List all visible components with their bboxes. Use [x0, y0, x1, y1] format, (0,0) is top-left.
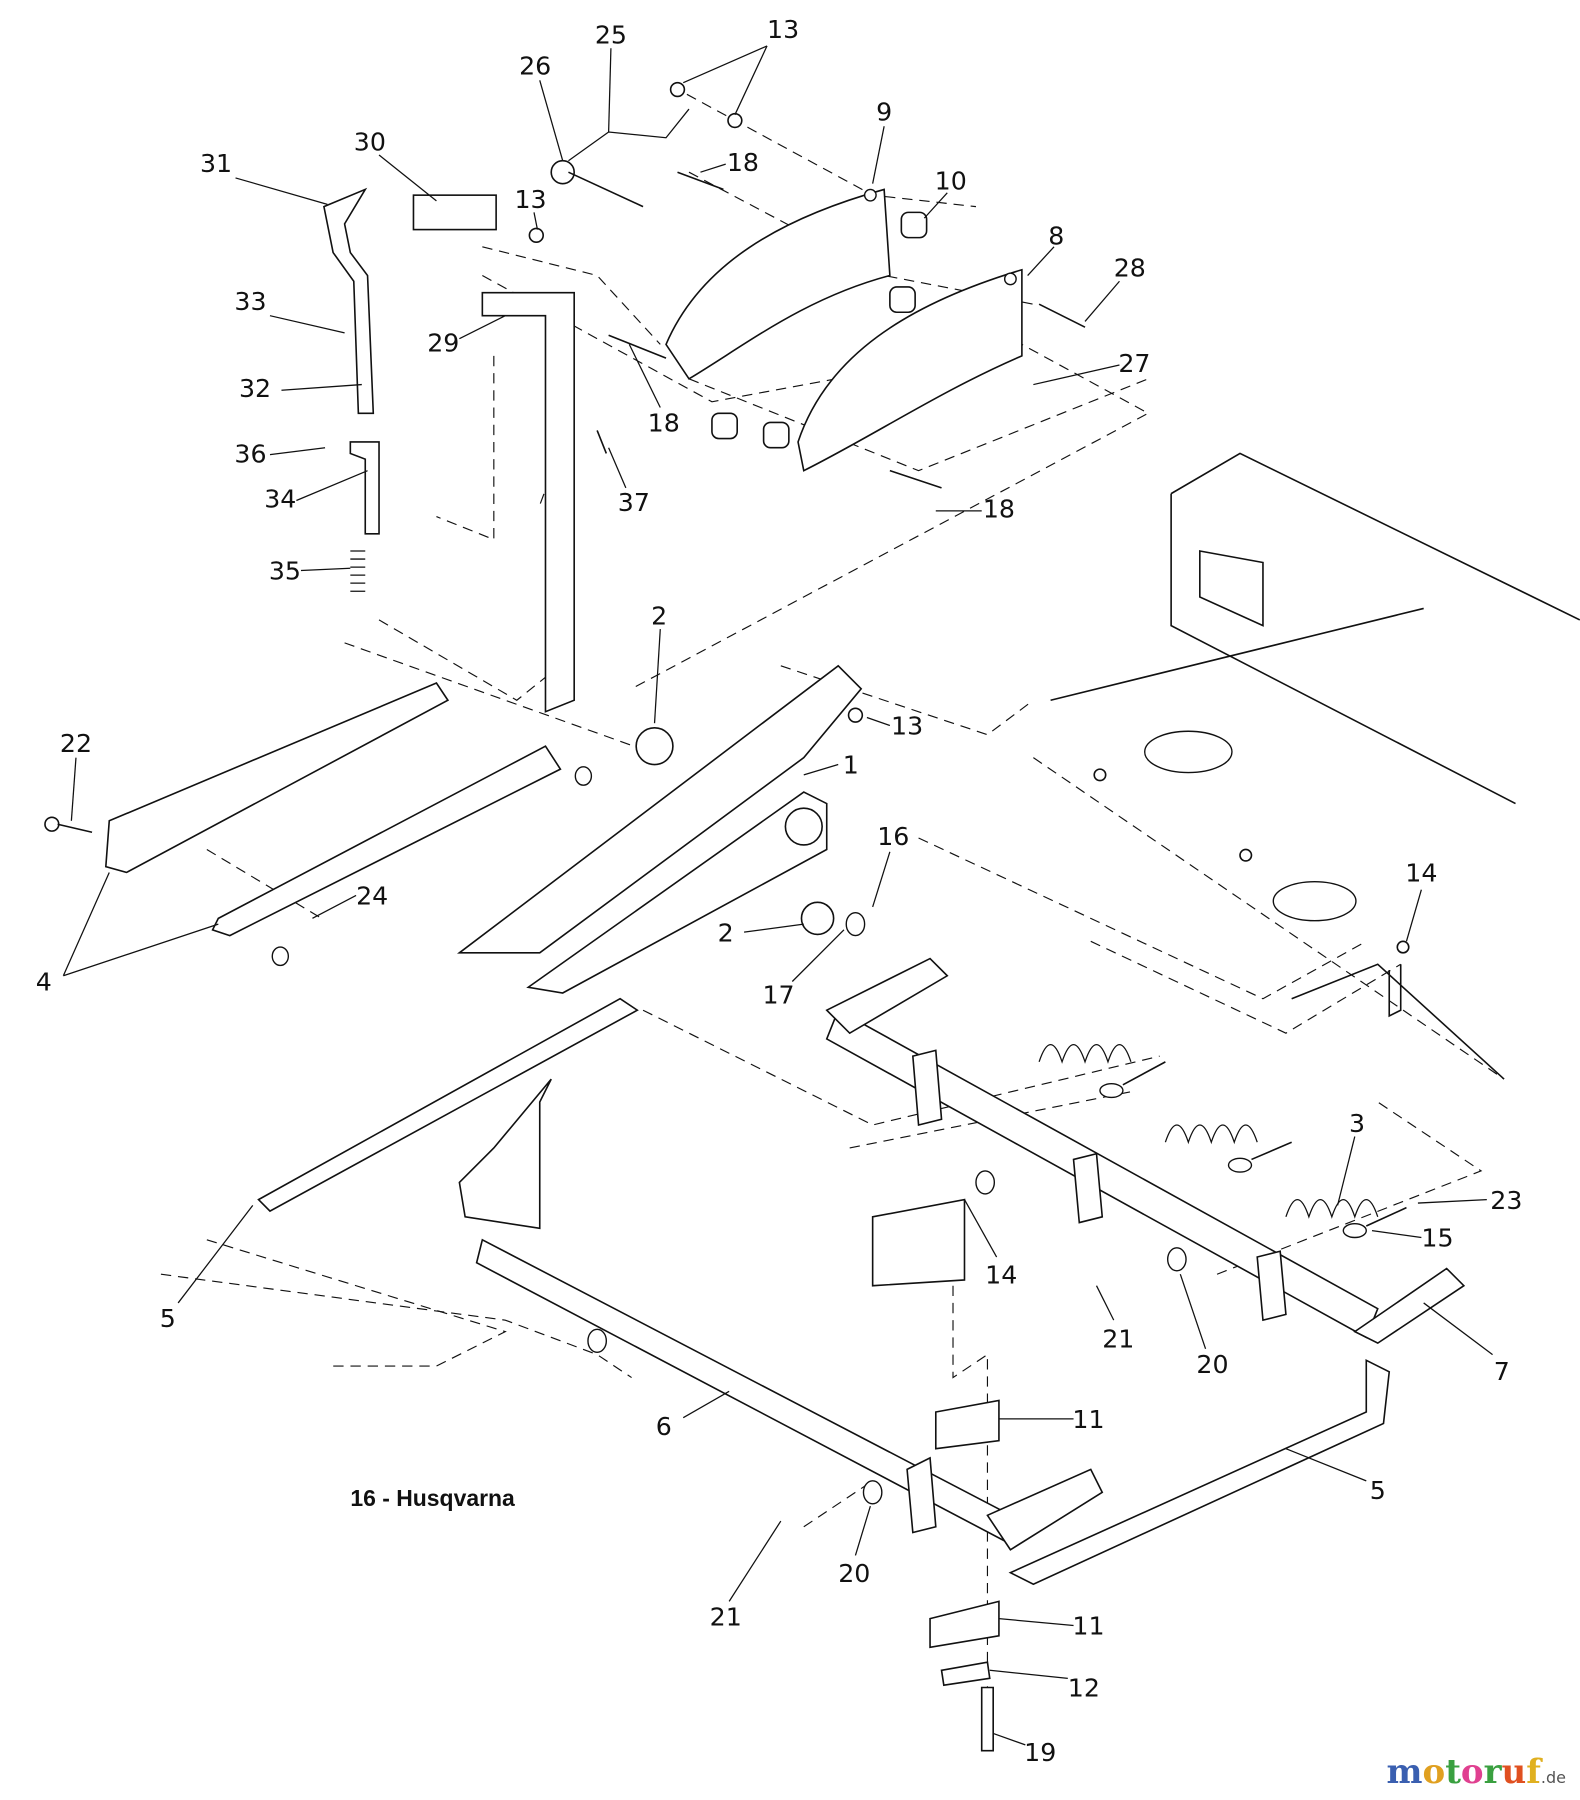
chassis-frame — [1050, 452, 1580, 1080]
callout: 33 — [234, 287, 266, 316]
watermark-text: motoruf — [1387, 1752, 1541, 1792]
plate-12 — [940, 1661, 991, 1687]
callout: 18 — [727, 148, 759, 177]
callout: 14 — [1405, 859, 1437, 888]
callout: 15 — [1421, 1224, 1453, 1253]
washers — [271, 766, 1187, 1505]
bolt-19 — [980, 1686, 994, 1752]
spacer-10 — [711, 211, 928, 449]
watermark-logo: motoruf.de — [1387, 1752, 1566, 1792]
callout: 34 — [264, 484, 296, 513]
callout: 16 — [877, 822, 909, 851]
callout: 35 — [269, 557, 301, 586]
quadrant-plate-9 — [665, 188, 891, 380]
bracket-14 — [871, 1198, 966, 1287]
watermark-letter: o — [1460, 1752, 1484, 1792]
callout: 24 — [356, 882, 388, 911]
callout: 13 — [767, 15, 799, 44]
quadrant-plate-8 — [797, 268, 1023, 472]
rod-5 — [257, 997, 1391, 1586]
callout: 28 — [1114, 254, 1146, 283]
callout: 3 — [1349, 1109, 1365, 1138]
callout: 36 — [234, 440, 266, 469]
bearing-block-11 — [871, 1198, 1000, 1752]
callout: 10 — [935, 166, 967, 195]
callout: 6 — [656, 1412, 672, 1441]
callout: 23 — [1490, 1186, 1522, 1215]
callout: 5 — [1370, 1476, 1386, 1505]
callout: 32 — [239, 374, 271, 403]
callout: 21 — [710, 1603, 742, 1632]
callout: 25 — [595, 21, 627, 50]
callout: 14 — [985, 1260, 1017, 1289]
watermark-letter: r — [1483, 1752, 1502, 1792]
callout: 21 — [1102, 1325, 1134, 1354]
callout: 29 — [427, 328, 459, 357]
callout: 18 — [983, 495, 1015, 524]
callout: 17 — [762, 980, 794, 1009]
callout: 37 — [618, 488, 650, 517]
callout: 30 — [354, 127, 386, 156]
callout: 18 — [648, 409, 680, 438]
callout-labels: 13 25 26 30 31 9 18 13 10 8 28 33 29 27 … — [36, 15, 1523, 1767]
bracket-34 — [349, 441, 380, 535]
watermark-letter: t — [1445, 1752, 1461, 1792]
shaft-6 — [458, 1078, 1104, 1551]
leader-lines — [62, 45, 1493, 1746]
callout: 20 — [838, 1559, 870, 1588]
watermark-letter: o — [1422, 1752, 1446, 1792]
diagram-caption: 16 - Husqvarna — [350, 1485, 515, 1511]
callout: 27 — [1118, 349, 1150, 378]
watermark-letter: f — [1526, 1752, 1541, 1792]
callout: 11 — [1072, 1612, 1104, 1641]
latch-pin-26 — [550, 108, 690, 208]
callout: 11 — [1072, 1405, 1104, 1434]
callout: 26 — [519, 52, 551, 81]
callout: 13 — [891, 712, 923, 741]
assembly-guide-lines — [160, 85, 1505, 1745]
callout: 2 — [651, 601, 667, 630]
callout: 4 — [36, 968, 52, 997]
foot-pad-30 — [412, 194, 497, 231]
callout: 2 — [718, 918, 734, 947]
callout: 7 — [1494, 1357, 1510, 1386]
callout: 22 — [60, 729, 92, 758]
shaft-7 — [825, 957, 1466, 1345]
spring-3 — [1038, 1044, 1407, 1239]
handle-grip-31 — [323, 187, 375, 415]
callout: 19 — [1024, 1738, 1056, 1767]
callout: 1 — [843, 751, 859, 780]
lift-lever-29 — [323, 187, 575, 713]
callout: 12 — [1068, 1674, 1100, 1703]
callout: 5 — [160, 1304, 176, 1333]
watermark-letter: u — [1501, 1752, 1527, 1792]
lift-link-4 — [44, 682, 562, 937]
callout: 9 — [876, 98, 892, 127]
lift-arm-1 — [456, 664, 863, 994]
callout: 31 — [200, 149, 232, 178]
spring-35 — [350, 550, 366, 592]
callout: 20 — [1196, 1350, 1228, 1379]
watermark-letter: m — [1386, 1752, 1423, 1792]
watermark-suffix: .de — [1540, 1768, 1566, 1787]
callout: 13 — [514, 185, 546, 214]
callout: 8 — [1048, 222, 1064, 251]
